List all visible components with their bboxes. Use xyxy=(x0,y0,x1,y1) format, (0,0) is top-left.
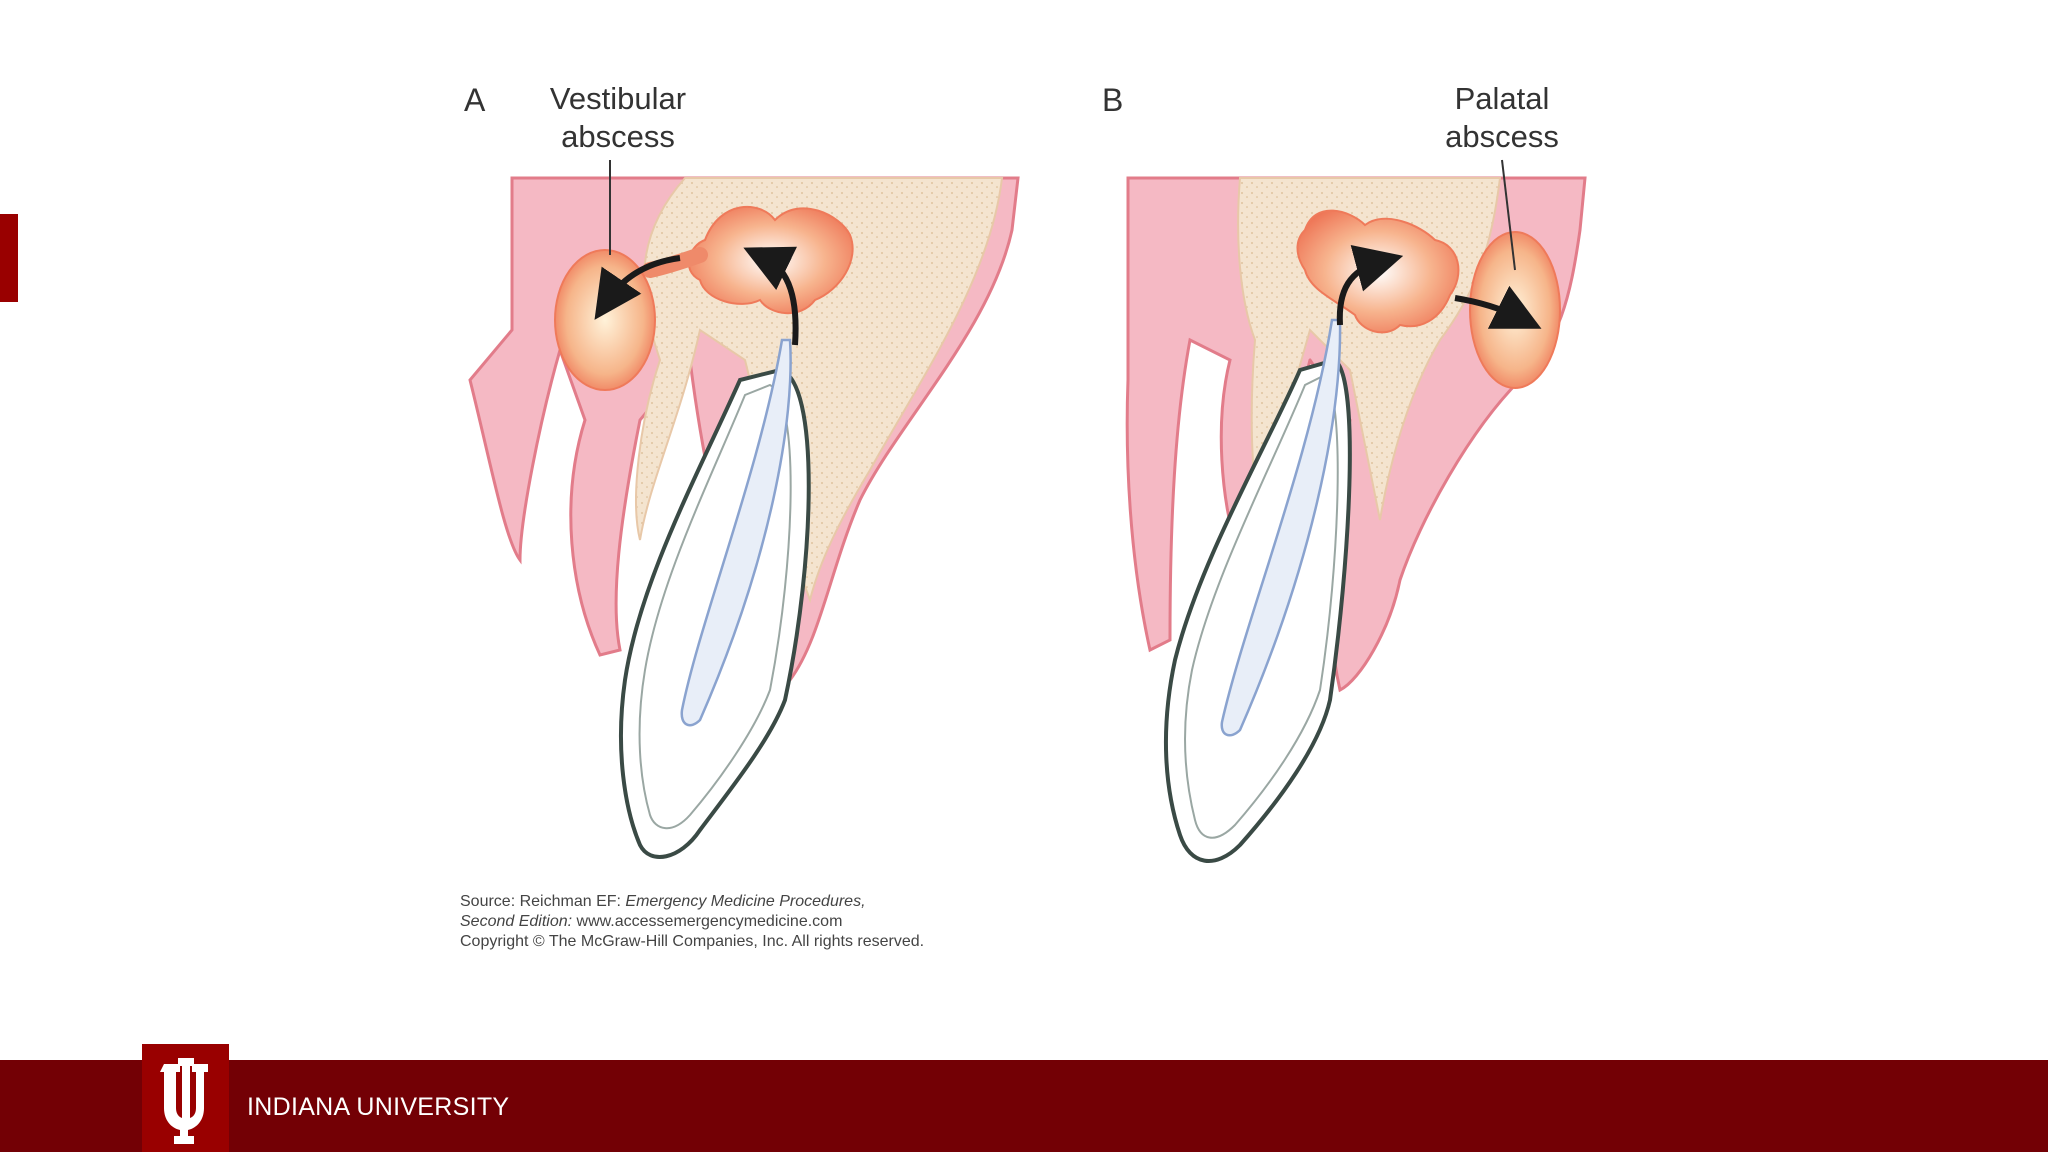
figure-caption: Source: Reichman EF: Emergency Medicine … xyxy=(460,892,1100,952)
iu-trident-icon xyxy=(142,1044,229,1152)
panel-b-label: Palatal abscess xyxy=(1412,80,1592,156)
vestibular-label-line2: abscess xyxy=(528,118,708,156)
vestibular-label-line1: Vestibular xyxy=(528,80,708,118)
palatal-label-line1: Palatal xyxy=(1412,80,1592,118)
caption-source-title: Emergency Medicine Procedures, xyxy=(625,893,865,910)
panel-a-label: Vestibular abscess xyxy=(528,80,708,156)
panel-b-letter: B xyxy=(1102,82,1123,119)
caption-edition: Second Edition: xyxy=(460,913,572,930)
caption-source-line: Source: Reichman EF: Emergency Medicine … xyxy=(460,892,1100,912)
panel-b-drawing xyxy=(1127,160,1585,861)
panel-a-drawing xyxy=(470,160,1018,857)
panel-a-letter: A xyxy=(464,82,485,119)
caption-copyright: Copyright © The McGraw-Hill Companies, I… xyxy=(460,932,1100,952)
palatal-label-line2: abscess xyxy=(1412,118,1592,156)
institution-name: INDIANA UNIVERSITY xyxy=(247,1093,509,1122)
tooth-abscess-illustration xyxy=(0,0,2048,1000)
caption-edition-line: Second Edition: www.accessemergencymedic… xyxy=(460,912,1100,932)
panel-b-palatal-abscess xyxy=(1470,232,1560,388)
caption-url: www.accessemergencymedicine.com xyxy=(572,913,842,930)
caption-source-prefix: Source: Reichman EF: xyxy=(460,893,625,910)
